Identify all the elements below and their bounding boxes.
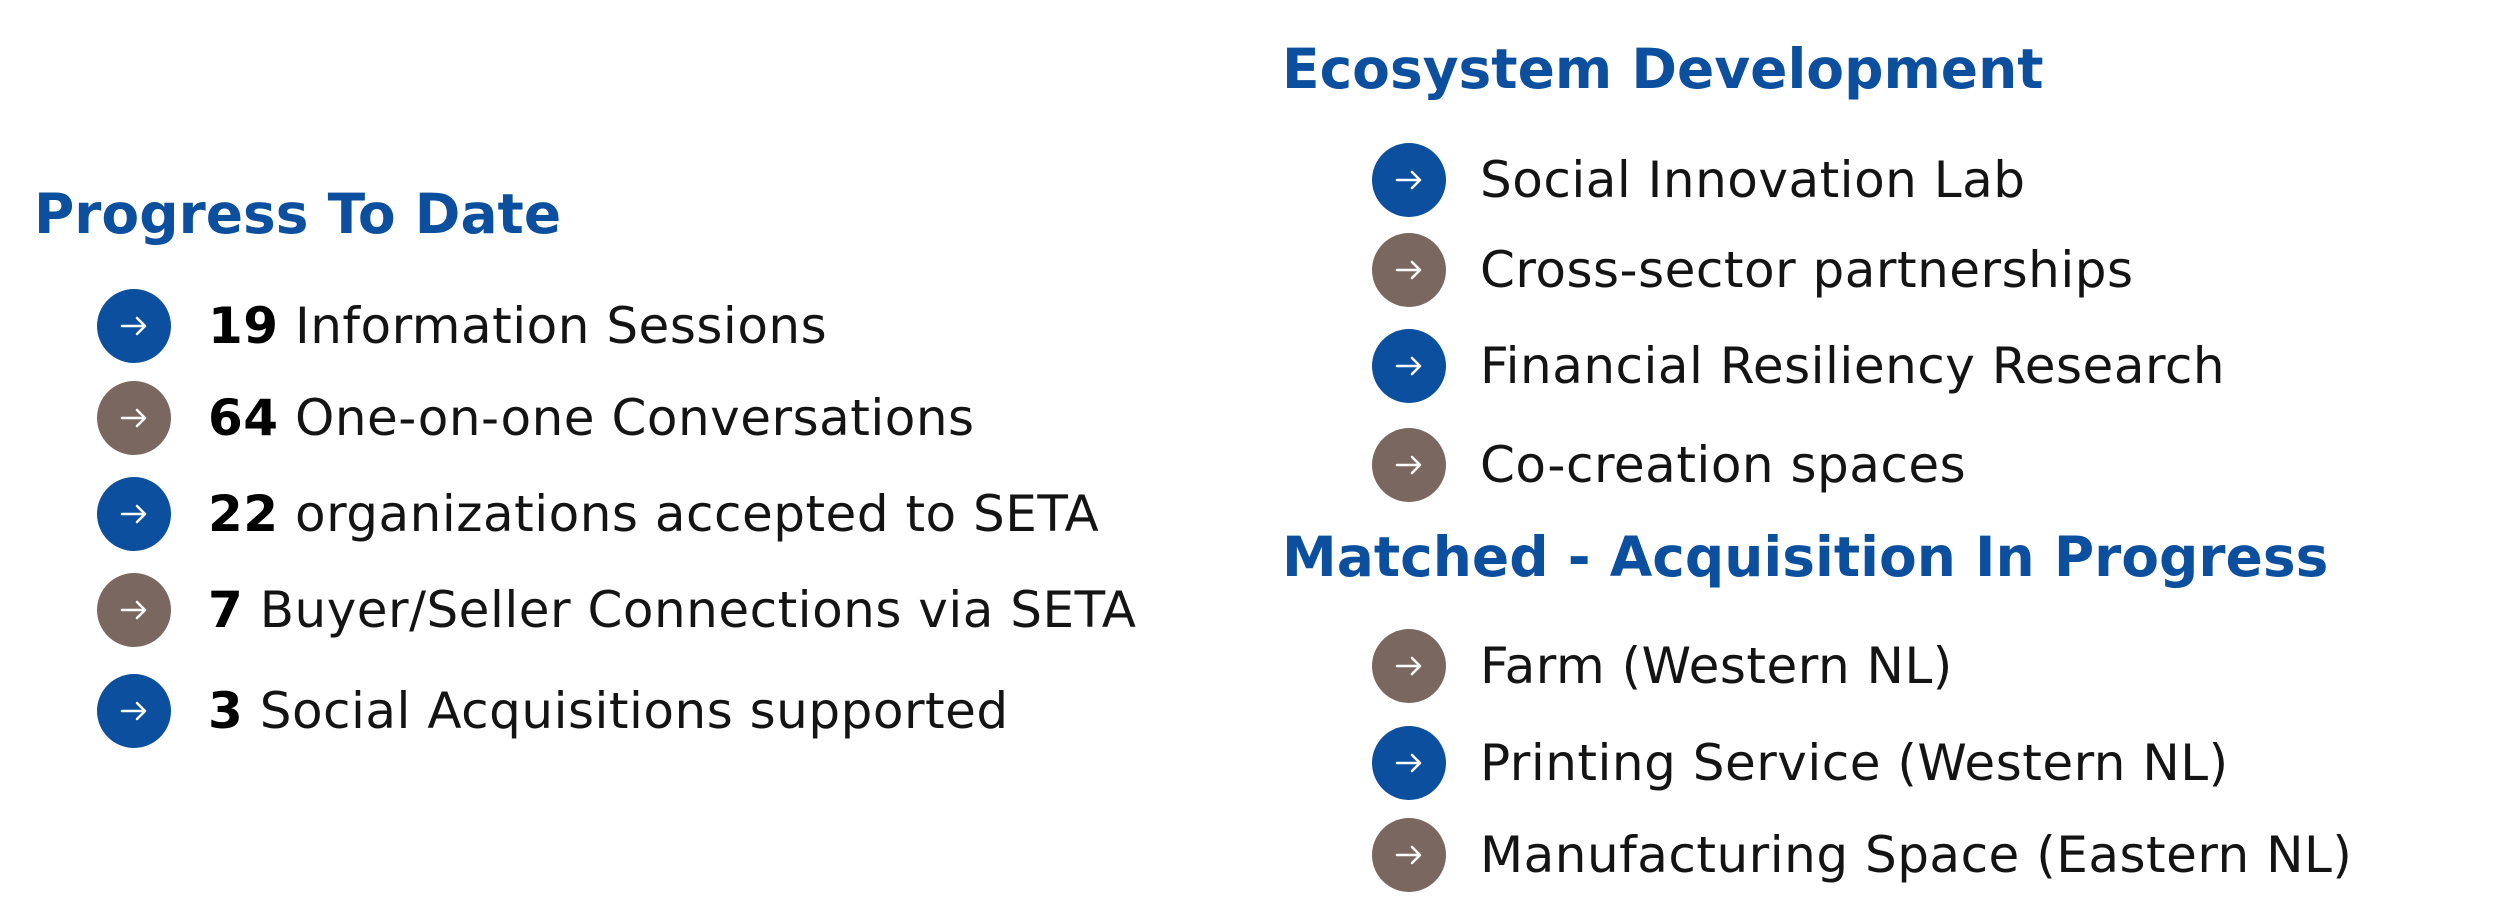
arrow-right-icon <box>1372 143 1446 217</box>
matched-item-label: Farm (Western NL) <box>1480 637 1953 695</box>
progress-item: 19 Information Sessions <box>97 289 827 363</box>
progress-item-number: 19 <box>208 297 279 355</box>
progress-item: 64 One-on-one Conversations <box>97 381 975 455</box>
arrow-right-icon <box>1372 818 1446 892</box>
ecosystem-item: Financial Resiliency Research <box>1372 329 2225 403</box>
matched-item-label: Printing Service (Western NL) <box>1480 734 2229 792</box>
progress-item: 3 Social Acquisitions supported <box>97 674 1009 748</box>
ecosystem-item: Cross-sector partnerships <box>1372 233 2134 307</box>
progress-item-text: 22 organizations accepted to SETA <box>208 485 1099 543</box>
progress-item-text: 3 Social Acquisitions supported <box>208 682 1009 740</box>
progress-item-number: 64 <box>208 389 279 447</box>
progress-item: 22 organizations accepted to SETA <box>97 477 1099 551</box>
matched-heading: Matched - Acquisition In Progress <box>1282 525 2329 589</box>
ecosystem-item-label: Co-creation spaces <box>1480 436 1967 494</box>
arrow-right-icon <box>97 573 171 647</box>
progress-item-label: Buyer/Seller Connections via SETA <box>259 581 1137 639</box>
matched-item-label: Manufacturing Space (Eastern NL) <box>1480 826 2353 884</box>
arrow-right-icon <box>1372 629 1446 703</box>
progress-item-label: organizations accepted to SETA <box>295 485 1100 543</box>
ecosystem-item-label: Financial Resiliency Research <box>1480 337 2226 395</box>
progress-item-number: 22 <box>208 485 279 543</box>
progress-item-text: 64 One-on-one Conversations <box>208 389 975 447</box>
arrow-right-icon <box>1372 233 1446 307</box>
arrow-right-icon <box>1372 329 1446 403</box>
progress-item-text: 19 Information Sessions <box>208 297 827 355</box>
arrow-right-icon <box>1372 428 1446 502</box>
arrow-right-icon <box>97 477 171 551</box>
arrow-right-icon <box>1372 726 1446 800</box>
ecosystem-item: Social Innovation Lab <box>1372 143 2026 217</box>
ecosystem-heading: Ecosystem Development <box>1282 37 2044 101</box>
ecosystem-item-label: Cross-sector partnerships <box>1480 241 2134 299</box>
matched-item: Printing Service (Western NL) <box>1372 726 2229 800</box>
ecosystem-item-label: Social Innovation Lab <box>1480 151 2026 209</box>
matched-item: Manufacturing Space (Eastern NL) <box>1372 818 2352 892</box>
progress-item-label: Social Acquisitions supported <box>259 682 1009 740</box>
progress-item: 7 Buyer/Seller Connections via SETA <box>97 573 1137 647</box>
arrow-right-icon <box>97 381 171 455</box>
progress-item-label: One-on-one Conversations <box>295 389 975 447</box>
progress-heading: Progress To Date <box>34 182 562 246</box>
ecosystem-item: Co-creation spaces <box>1372 428 1966 502</box>
progress-item-number: 3 <box>208 682 244 740</box>
matched-item: Farm (Western NL) <box>1372 629 1953 703</box>
progress-item-text: 7 Buyer/Seller Connections via SETA <box>208 581 1137 639</box>
progress-item-number: 7 <box>208 581 244 639</box>
progress-item-label: Information Sessions <box>295 297 828 355</box>
arrow-right-icon <box>97 674 171 748</box>
arrow-right-icon <box>97 289 171 363</box>
